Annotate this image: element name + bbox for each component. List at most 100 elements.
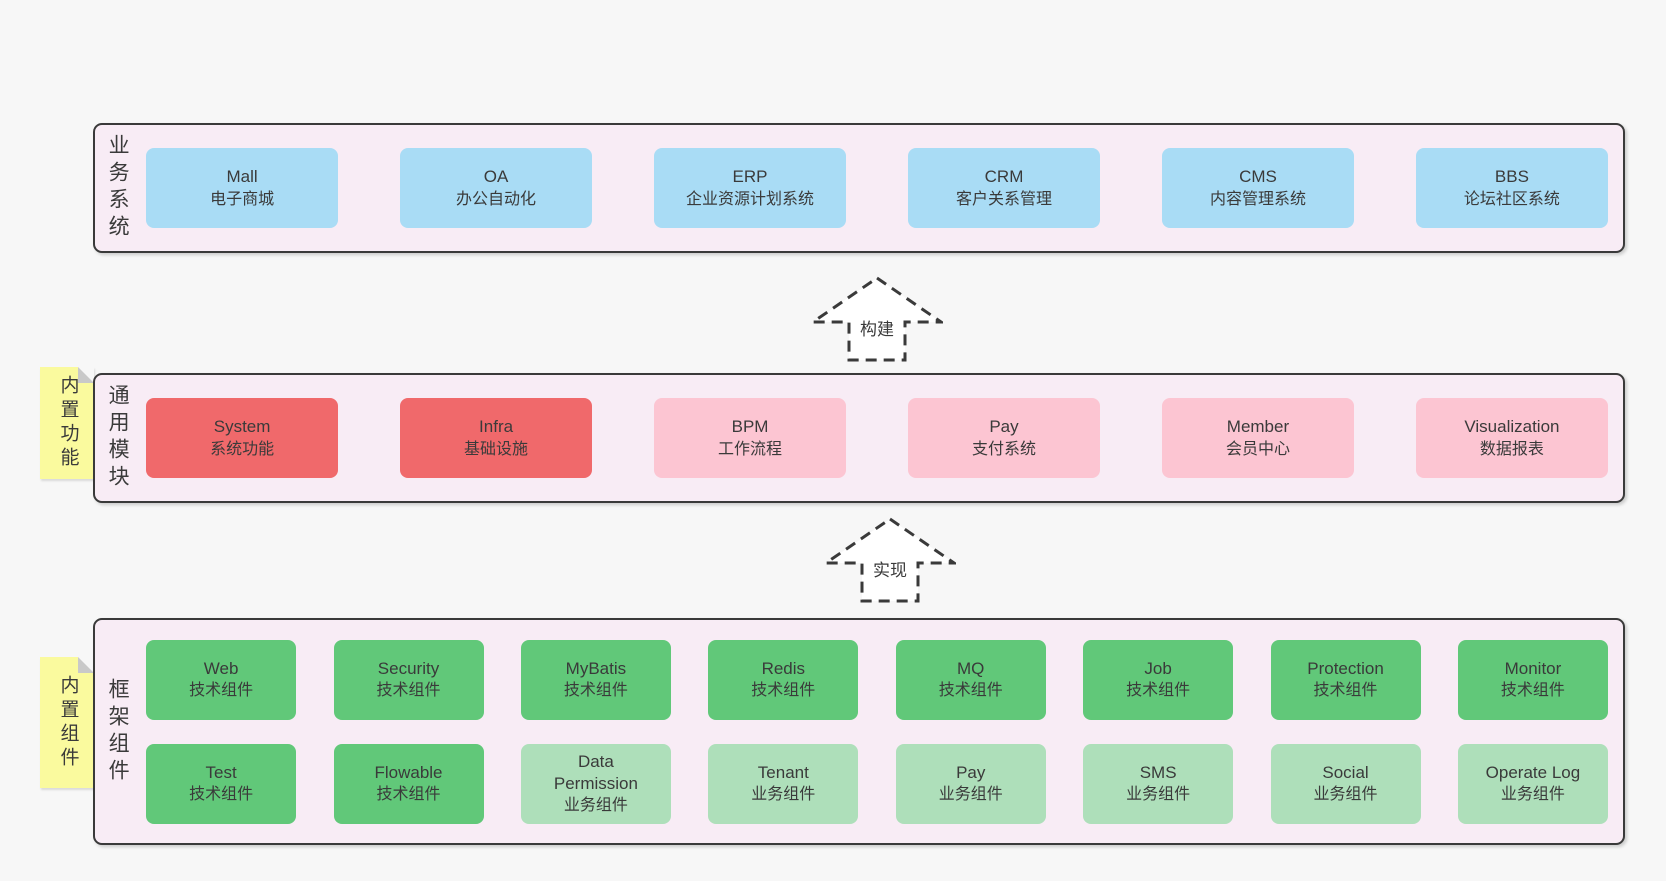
panel-label-common-modules: 通用模块 [106, 384, 130, 492]
node-subtitle: 业务组件 [938, 786, 1003, 804]
node-subtitle: 系统功能 [210, 440, 275, 458]
node-test: Test 技术组件 [146, 743, 297, 824]
build-arrow: 构建 [811, 276, 943, 362]
node-title: Infra [479, 417, 514, 437]
node-title: Job [1144, 658, 1172, 678]
node-flowable: Flowable 技术组件 [333, 743, 484, 824]
framework-components-row-2: Test 技术组件 Flowable 技术组件 Data Permission … [146, 743, 1608, 824]
node-subtitle: 技术组件 [376, 786, 441, 804]
node-tenant: Tenant 业务组件 [708, 743, 859, 824]
node-subtitle: 支付系统 [971, 440, 1036, 458]
node-title: MyBatis [565, 658, 627, 678]
node-title: MQ [957, 658, 985, 678]
node-subtitle: 客户关系管理 [955, 190, 1052, 208]
node-subtitle: 技术组件 [1500, 682, 1565, 700]
framework-components-rows: Web 技术组件 Security 技术组件 MyBatis 技术组件 Redi… [146, 639, 1608, 824]
panel-label-business-systems: 业务系统 [106, 134, 130, 242]
panel-framework-components: 框架组件 Web 技术组件 Security 技术组件 MyBatis 技术组件… [93, 618, 1625, 845]
node-subtitle: 基础设施 [464, 440, 529, 458]
node-title: Test [205, 762, 237, 782]
node-subtitle: 技术组件 [189, 682, 254, 700]
node-protection: Protection 技术组件 [1270, 639, 1421, 720]
node-title: Data Permission [553, 751, 638, 793]
node-subtitle: 会员中心 [1225, 440, 1290, 458]
node-pay-system: Pay 支付系统 [908, 398, 1100, 478]
node-title: Social [1322, 762, 1369, 782]
node-operate-log: Operate Log 业务组件 [1457, 743, 1608, 824]
node-subtitle: 论坛社区系统 [1463, 190, 1560, 208]
node-title: Tenant [757, 762, 809, 782]
panel-label-framework-components: 框架组件 [106, 677, 130, 786]
node-title: CMS [1239, 167, 1277, 187]
node-bpm: BPM 工作流程 [654, 398, 847, 478]
node-title: System [213, 417, 271, 437]
node-title: BBS [1494, 167, 1529, 187]
node-title: Protection [1307, 658, 1384, 678]
node-mq: MQ 技术组件 [895, 639, 1046, 720]
common-modules-boxes: System 系统功能 Infra 基础设施 BPM 工作流程 Pay 支付系统… [146, 398, 1608, 478]
node-data-permission: Data Permission 业务组件 [520, 743, 671, 824]
node-subtitle: 业务组件 [563, 797, 628, 815]
folded-corner-icon [78, 367, 94, 383]
node-title: SMS [1139, 762, 1177, 782]
node-subtitle: 技术组件 [189, 786, 254, 804]
node-subtitle: 业务组件 [1313, 786, 1378, 804]
sticky-note-label: 内置功能 [57, 375, 79, 471]
node-monitor: Monitor 技术组件 [1457, 639, 1608, 720]
node-sms: SMS 业务组件 [1083, 743, 1234, 824]
folded-corner-icon [78, 657, 94, 673]
node-title: OA [483, 167, 509, 187]
node-erp: ERP 企业资源计划系统 [654, 148, 847, 228]
node-mall: Mall 电子商城 [146, 148, 339, 228]
framework-components-row-1: Web 技术组件 Security 技术组件 MyBatis 技术组件 Redi… [146, 639, 1608, 720]
node-subtitle: 技术组件 [376, 682, 441, 700]
node-title: Operate Log [1485, 762, 1581, 782]
node-subtitle: 业务组件 [1500, 786, 1565, 804]
node-oa: OA 办公自动化 [400, 148, 593, 228]
node-subtitle: 技术组件 [1126, 682, 1191, 700]
node-title: ERP [732, 167, 768, 187]
node-subtitle: 办公自动化 [456, 190, 537, 208]
node-crm: CRM 客户关系管理 [908, 148, 1100, 228]
panel-business-systems-inner: 业务系统 Mall 电子商城 OA 办公自动化 ERP 企业资源计划系统 CRM… [95, 125, 1623, 251]
node-title: Redis [761, 658, 806, 678]
node-subtitle: 技术组件 [1313, 682, 1378, 700]
node-security: Security 技术组件 [333, 639, 484, 720]
node-mybatis: MyBatis 技术组件 [520, 639, 671, 720]
node-title: BPM [731, 417, 769, 437]
node-subtitle: 业务组件 [751, 786, 816, 804]
node-social: Social 业务组件 [1270, 743, 1421, 824]
node-subtitle: 业务组件 [1126, 786, 1191, 804]
node-title: Pay [956, 762, 986, 782]
node-subtitle: 技术组件 [751, 682, 816, 700]
node-title: Pay [989, 417, 1019, 437]
build-arrow-label: 构建 [860, 320, 894, 339]
up-block-arrow-icon [811, 276, 943, 362]
panel-common-modules-inner: 通用模块 System 系统功能 Infra 基础设施 BPM 工作流程 Pay… [95, 375, 1623, 501]
node-bbs: BBS 论坛社区系统 [1415, 148, 1608, 228]
node-title: Mall [226, 167, 258, 187]
node-title: Member [1226, 417, 1290, 437]
node-subtitle: 工作流程 [718, 440, 783, 458]
node-subtitle: 电子商城 [210, 190, 275, 208]
node-subtitle: 内容管理系统 [1209, 190, 1306, 208]
sticky-note-built-in-features: 内置功能 [40, 367, 94, 479]
implement-arrow-label: 实现 [873, 561, 907, 580]
node-infra: Infra 基础设施 [400, 398, 593, 478]
node-web: Web 技术组件 [146, 639, 297, 720]
up-block-arrow-icon [824, 517, 956, 603]
panel-business-systems: 业务系统 Mall 电子商城 OA 办公自动化 ERP 企业资源计划系统 CRM… [93, 123, 1625, 253]
node-subtitle: 技术组件 [563, 682, 628, 700]
node-member: Member 会员中心 [1161, 398, 1354, 478]
node-cms: CMS 内容管理系统 [1161, 148, 1354, 228]
node-title: Security [377, 658, 440, 678]
node-title: CRM [984, 167, 1024, 187]
node-system: System 系统功能 [146, 398, 339, 478]
node-title: Monitor [1504, 658, 1562, 678]
panel-framework-components-inner: 框架组件 Web 技术组件 Security 技术组件 MyBatis 技术组件… [95, 620, 1623, 843]
implement-arrow: 实现 [824, 517, 956, 603]
node-subtitle: 企业资源计划系统 [686, 190, 815, 208]
business-systems-boxes: Mall 电子商城 OA 办公自动化 ERP 企业资源计划系统 CRM 客户关系… [146, 148, 1608, 228]
node-visualization: Visualization 数据报表 [1415, 398, 1608, 478]
node-title: Flowable [374, 762, 443, 782]
